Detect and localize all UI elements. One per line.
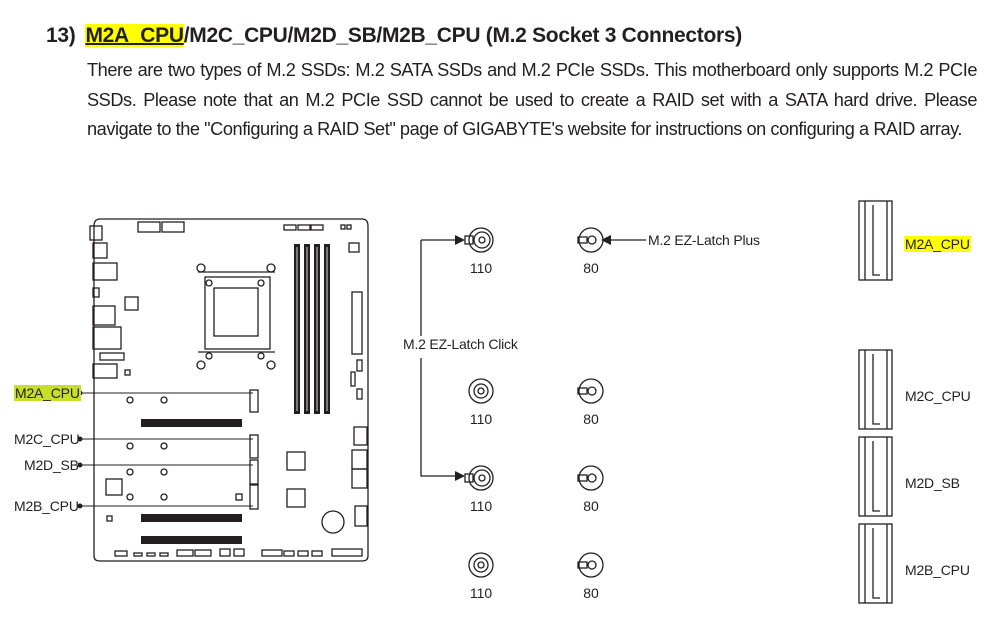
pcie-slot [141,419,242,427]
section-heading: 13) M2A_CPU/M2C_CPU/M2D_SB/M2B_CPU (M.2 S… [46,24,742,48]
ez-latch-click-label: M.2 EZ-Latch Click [403,336,518,352]
length-label: 110 [469,585,493,601]
cpu-power-connector [161,221,185,233]
ez-latch-click-bracket [420,358,455,477]
cpu-socket [204,276,271,350]
m2d-slot [249,459,259,485]
standoff-icon [468,552,494,578]
arrow-head [455,471,465,481]
pcie-slot [141,514,242,522]
section-paragraph: There are two types of M.2 SSDs: M.2 SAT… [87,60,977,139]
board-outline [93,218,369,562]
ez-latch-plus-icon [577,378,604,404]
chip [105,478,123,496]
legend-m2d-sb: M2D_SB [905,475,960,491]
m2c-connector-drawing [858,349,893,430]
ez-latch-plus-icon [577,552,604,578]
ez-latch-plus-label: M.2 EZ-Latch Plus [648,232,760,248]
chip [286,488,306,508]
pcie-slot [141,536,242,544]
m2d-connector-drawing [858,436,893,517]
cpu-power-connector [137,221,161,233]
legend-m2a-cpu: M2A_CPU [904,236,971,252]
ez-latch-plus-icon [577,227,604,253]
cpu-socket-inner [213,287,259,337]
io-port [99,352,125,361]
chip [286,451,306,471]
m2a-connector-drawing [858,200,893,281]
io-port [92,305,116,326]
heading-highlighted-connector: M2A_CPU [85,24,184,47]
callout-m2b-cpu: M2B_CPU [14,498,79,514]
heading-rest: /M2C_CPU/M2D_SB/M2B_CPU (M.2 Socket 3 Co… [183,24,743,47]
section-number: 13) [46,24,76,47]
io-port [92,242,108,259]
m2b-slot [249,484,259,510]
length-label: 110 [469,411,493,427]
chip [124,296,139,311]
callout-m2c-cpu: M2C_CPU [14,431,80,447]
bottom-headers [114,548,363,557]
length-label: 80 [583,498,599,514]
legend-m2b-cpu: M2B_CPU [905,562,970,578]
m2b-connector-drawing [858,523,893,604]
arrow-head [455,235,465,245]
io-port [89,225,103,241]
io-port [92,363,118,379]
ez-latch-click-icon [464,227,494,253]
debug-led [348,242,360,253]
m2c-slot [249,434,259,459]
length-label: 110 [469,498,493,514]
length-label: 80 [583,260,599,276]
length-label: 80 [583,585,599,601]
chip [124,369,131,376]
legend-m2c-cpu: M2C_CPU [905,388,971,404]
io-port [92,326,122,350]
callout-m2d-sb: M2D_SB [24,457,79,473]
length-label: 80 [583,411,599,427]
cmos-battery [321,510,345,534]
ez-latch-plus-icon [577,465,604,491]
arrow-head [601,235,611,245]
length-label: 110 [469,260,493,276]
callout-m2a-cpu: M2A_CPU [14,385,81,401]
ez-latch-click-icon [464,465,494,491]
standoff-icon [468,378,494,404]
io-port [92,262,118,281]
m2a-slot [249,389,259,413]
atx-power-connector [351,291,363,355]
io-port [92,287,100,298]
